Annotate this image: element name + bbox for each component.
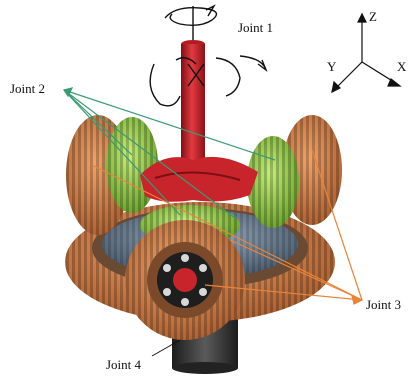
joint1-label: Joint 1 [238,20,273,35]
front-orange-gear [125,220,245,340]
joint4-label: Joint 4 [106,357,142,372]
coordinate-axes [332,14,400,92]
left-green-gear [106,117,158,213]
y-axis-label: Y [327,59,337,74]
x-axis-label: X [397,59,407,74]
right-green-gear [247,136,299,228]
z-axis-label: Z [369,9,377,24]
joint2-label: Joint 2 [10,81,45,96]
joint3-label: Joint 3 [366,297,401,312]
